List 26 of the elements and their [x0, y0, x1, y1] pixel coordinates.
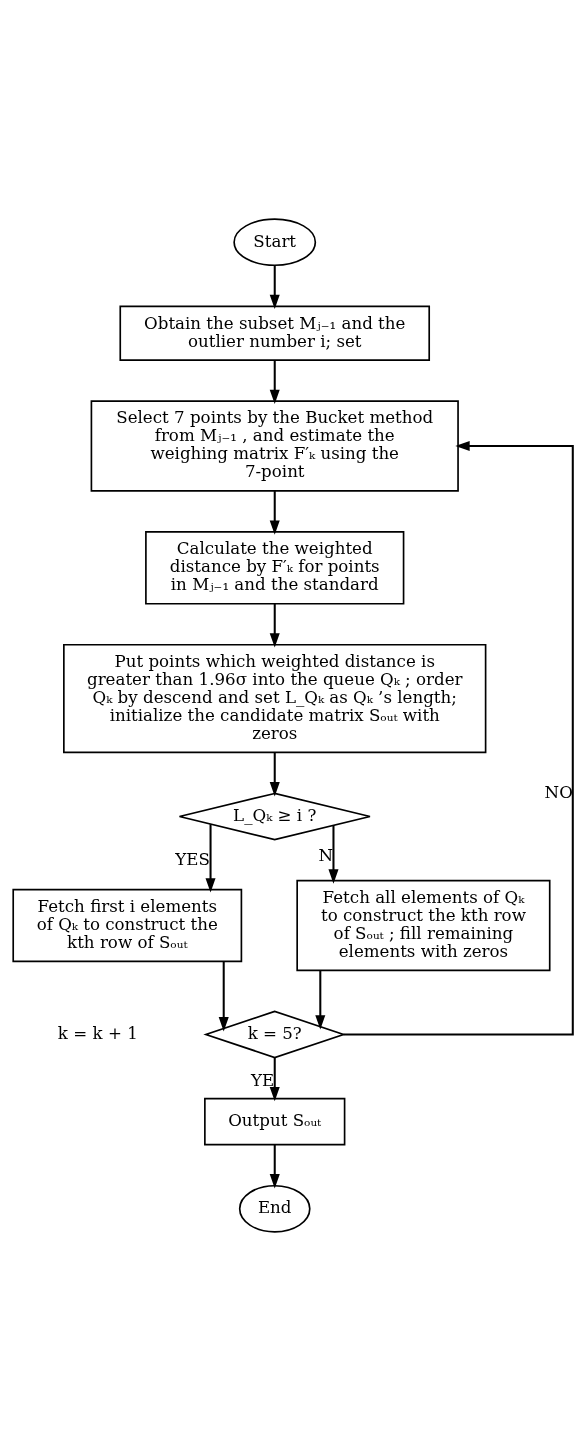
- node-ellipse: Start: [233, 217, 317, 266]
- arrow: [269, 265, 280, 309]
- edge-label: YE: [250, 1070, 275, 1090]
- edge-label: NO: [544, 782, 573, 802]
- node-box: Output Sₒᵤₜ: [204, 1097, 346, 1146]
- node-box: Calculate the weighted distance by F′ₖ for points in Mⱼ₋₁ and the standard: [145, 530, 405, 605]
- node-box: Fetch first i elements of Qₖ to construct the kth row of Sₒᵤₜ: [12, 888, 243, 962]
- arrow: [269, 752, 280, 796]
- node-box: Select 7 points by the Bucket method from Mⱼ₋₁ , and estimate the weighing matrix F′ₖ using the 7-point: [90, 399, 459, 492]
- arrow: [269, 1144, 280, 1188]
- arrow: [269, 603, 280, 648]
- arrow: [315, 969, 326, 1030]
- node-box: Fetch all elements of Qₖ to construct the kth row of Sₒᵤₜ ; fill remaining elements with zeros: [296, 879, 551, 971]
- arrow: [328, 824, 339, 884]
- arrow: [269, 360, 280, 404]
- arrow: [343, 440, 574, 1035]
- arrow: [269, 1057, 280, 1101]
- arrow: [218, 961, 229, 1031]
- edge-label: YES: [175, 849, 210, 869]
- node-ellipse: End: [238, 1184, 311, 1233]
- node-diamond: L_Qₖ ≥ i ?: [178, 792, 371, 840]
- arrow: [269, 490, 280, 535]
- label: k = k + 1: [57, 1023, 138, 1043]
- arrow: [205, 823, 216, 893]
- node-box: Obtain the subset Mⱼ₋₁ and the outlier number i; set: [119, 304, 431, 361]
- node-box: Put points which weighted distance is greater than 1.96σ into the queue Qₖ ; order Qₖ by descend and set L_Qₖ as Qₖ ’s length; initialize the candidate matrix Sₒᵤₜ with zeros: [63, 643, 487, 753]
